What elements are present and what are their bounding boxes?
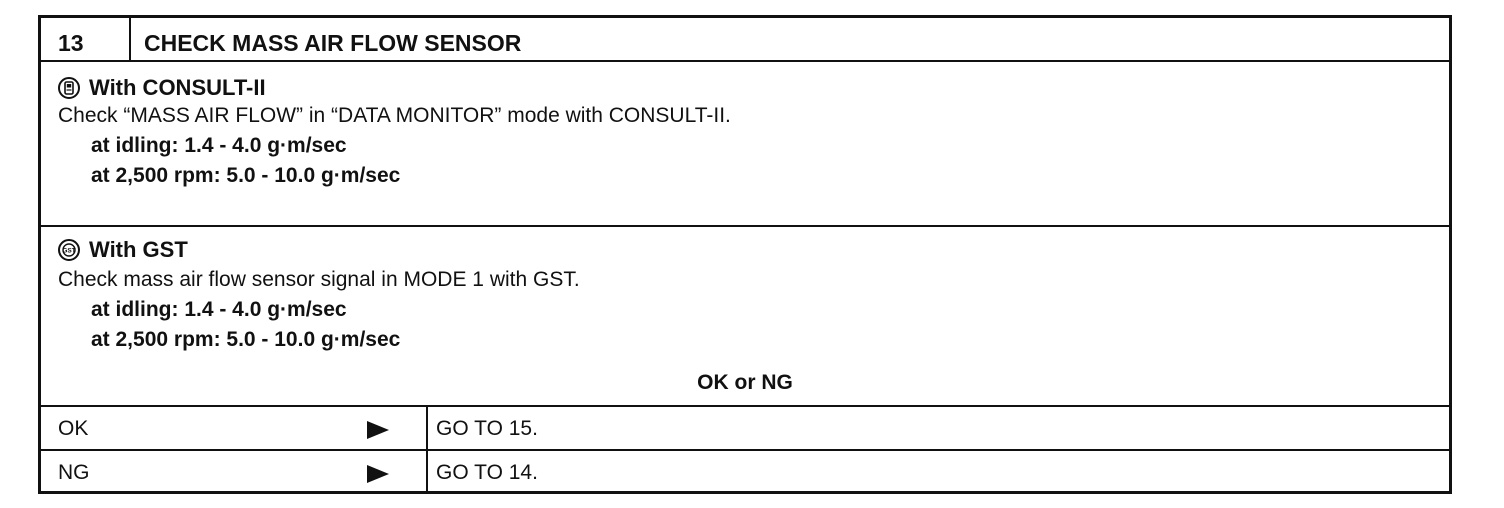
result-rule-top — [41, 405, 1449, 407]
consult-heading-text: With CONSULT-II — [89, 75, 266, 100]
header-divider — [129, 18, 131, 60]
arrow-right-icon — [367, 421, 389, 439]
gst-icon: GST — [58, 239, 80, 261]
step-number: 13 — [58, 30, 84, 56]
ok-or-ng-label: OK or NG — [697, 371, 793, 394]
gst-spec-idle: at idling: 1.4 - 4.0 g·m/sec — [91, 298, 347, 321]
consult-instruction: Check “MASS AIR FLOW” in “DATA MONITOR” … — [58, 104, 731, 127]
step-title: CHECK MASS AIR FLOW SENSOR — [144, 30, 522, 56]
result-action-ng[interactable]: GO TO 14. — [436, 461, 538, 484]
diagnostic-procedure-table: 13 CHECK MASS AIR FLOW SENSOR With CONSU… — [38, 15, 1452, 494]
gst-heading-text: With GST — [89, 237, 188, 262]
result-label-ok: OK — [58, 417, 89, 440]
header-rule — [41, 60, 1449, 62]
consult-tester-icon — [58, 77, 80, 99]
result-label-ng: NG — [58, 461, 90, 484]
result-action-ok[interactable]: GO TO 15. — [436, 417, 538, 440]
consult-heading: With CONSULT-II — [58, 75, 266, 101]
consult-spec-idle: at idling: 1.4 - 4.0 g·m/sec — [91, 134, 347, 157]
result-divider — [426, 405, 428, 491]
gst-spec-rpm: at 2,500 rpm: 5.0 - 10.0 g·m/sec — [91, 328, 401, 351]
section-rule — [41, 225, 1449, 227]
gst-heading: GST With GST — [58, 237, 188, 263]
arrow-right-icon — [367, 465, 389, 483]
result-rule-mid — [41, 449, 1449, 451]
svg-text:GST: GST — [62, 248, 75, 255]
gst-instruction: Check mass air flow sensor signal in MOD… — [58, 268, 580, 291]
consult-spec-rpm: at 2,500 rpm: 5.0 - 10.0 g·m/sec — [91, 164, 401, 187]
